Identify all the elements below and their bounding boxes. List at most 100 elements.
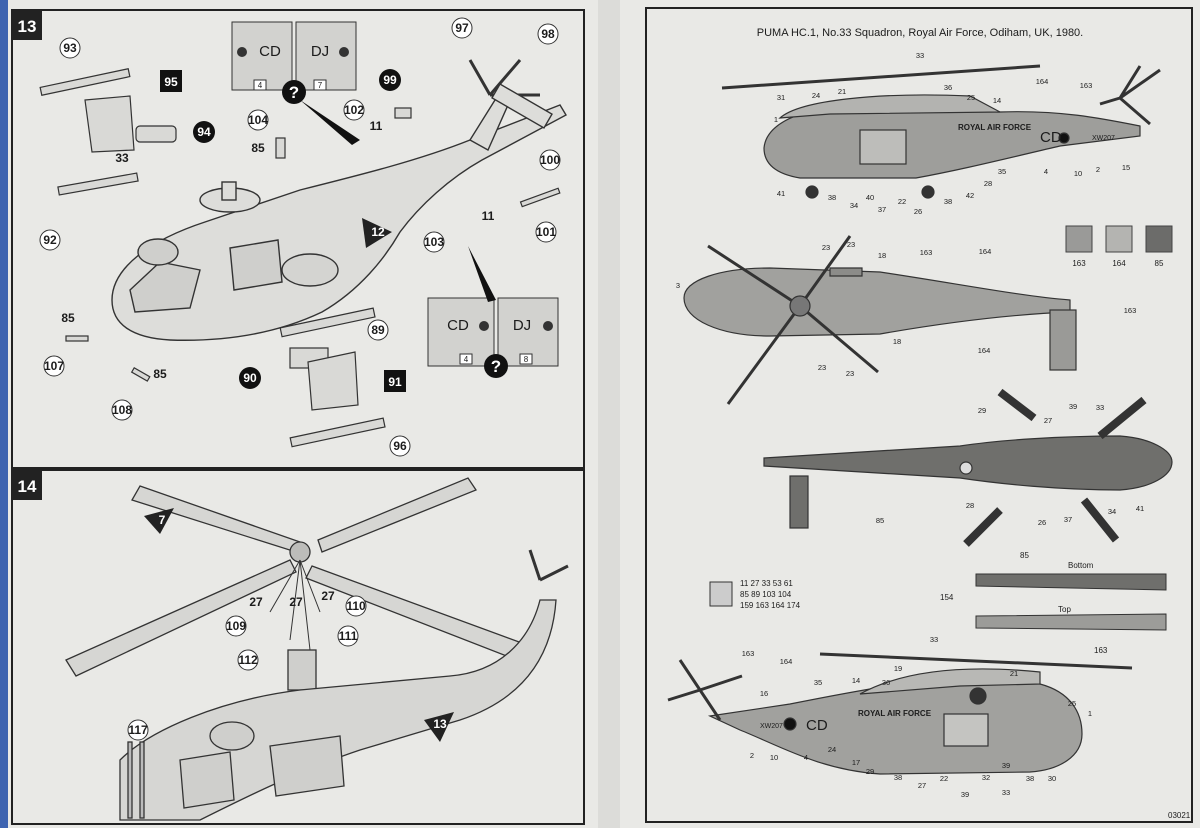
svg-text:85: 85 (876, 516, 884, 525)
svg-text:21: 21 (1010, 669, 1018, 678)
svg-text:15: 15 (1122, 163, 1130, 172)
svg-text:93: 93 (63, 41, 77, 55)
svg-text:27: 27 (918, 781, 926, 790)
svg-text:39: 39 (1069, 402, 1077, 411)
svg-text:7: 7 (159, 513, 166, 527)
svg-text:22: 22 (940, 774, 948, 783)
decal-number-7-top: 7 (318, 81, 323, 90)
svg-text:163: 163 (742, 649, 755, 658)
step-13-number: 13 (18, 17, 37, 36)
svg-text:2: 2 (1096, 165, 1100, 174)
svg-text:35: 35 (998, 167, 1006, 176)
svg-text:21: 21 (838, 87, 846, 96)
svg-text:85: 85 (1020, 551, 1029, 560)
svg-text:100: 100 (540, 153, 560, 167)
svg-text:98: 98 (541, 27, 555, 41)
svg-text:34: 34 (1108, 507, 1116, 516)
svg-text:163: 163 (1094, 646, 1108, 655)
svg-text:37: 37 (1064, 515, 1072, 524)
swatch-85 (1145, 225, 1173, 253)
paint-tin-icon (709, 581, 733, 607)
svg-text:85: 85 (153, 367, 167, 381)
svg-text:94: 94 (197, 125, 211, 139)
svg-text:91: 91 (388, 375, 402, 389)
swatch-163 (1065, 225, 1093, 253)
helicopter-fuselage-step13 (111, 59, 567, 341)
svg-text:108: 108 (112, 403, 132, 417)
svg-text:39: 39 (1002, 761, 1010, 770)
svg-text:19: 19 (894, 664, 902, 673)
svg-text:33: 33 (115, 151, 129, 165)
svg-text:12: 12 (371, 225, 385, 239)
svg-text:30: 30 (1048, 774, 1056, 783)
decal-code-right-top: DJ (311, 43, 329, 60)
side-view-left: ROYAL AIR FORCE CD XW207 (667, 652, 1133, 775)
svg-text:11: 11 (370, 119, 383, 133)
svg-text:1: 1 (774, 115, 778, 124)
decal-number-4-top: 4 (258, 81, 263, 90)
svg-text:2: 2 (750, 751, 754, 760)
rotor-blade-colours: Bottom Top 85 154 163 (940, 551, 1167, 655)
center-fold (598, 0, 620, 828)
svg-text:22: 22 (898, 197, 906, 206)
rr-lettering-left: ROYAL AIR FORCE (858, 709, 932, 718)
svg-text:18: 18 (893, 337, 901, 346)
svg-text:163: 163 (1124, 306, 1137, 315)
sheet-code: 03021 (1168, 811, 1191, 820)
svg-text:90: 90 (243, 371, 257, 385)
svg-text:33: 33 (930, 635, 938, 644)
left-page: 13 14 (11, 9, 585, 825)
svg-text:?: ? (289, 83, 299, 102)
svg-text:17: 17 (852, 758, 860, 767)
svg-text:85: 85 (61, 311, 75, 325)
svg-text:38: 38 (828, 193, 836, 202)
bottom-view-numbers: 29 27 39 33 28 26 37 34 41 85 (876, 402, 1144, 527)
svg-text:33: 33 (1002, 788, 1010, 797)
rotor-assembly-step14 (65, 477, 569, 821)
part-callouts-step13: 93 95 94 92 104 85 102 11 99 97 98 100 1… (39, 17, 561, 457)
svg-text:154: 154 (940, 593, 954, 602)
side-view-right-numbers: 33 164 163 31 24 21 36 25 14 1 28 35 4 1… (774, 51, 1130, 216)
paint-list: 11 27 33 53 61 85 89 103 104 159 163 164… (709, 579, 801, 610)
scheme-title: PUMA HC.1, No.33 Squadron, Royal Air For… (757, 27, 1083, 39)
svg-text:92: 92 (43, 233, 57, 247)
decal-code-left-bottom: CD (447, 317, 469, 334)
step-13-frame (11, 9, 585, 469)
svg-text:23: 23 (822, 243, 830, 252)
svg-text:36: 36 (944, 83, 952, 92)
svg-text:11: 11 (482, 209, 495, 223)
svg-text:41: 41 (777, 189, 785, 198)
top-view-numbers: 23 23 18 163 164 3 163 164 18 23 23 (676, 240, 1136, 378)
svg-text:89: 89 (371, 323, 385, 337)
svg-text:85 89 103 104: 85 89 103 104 (740, 590, 792, 599)
svg-text:96: 96 (393, 439, 407, 453)
svg-text:Top: Top (1058, 605, 1071, 614)
svg-text:26: 26 (914, 207, 922, 216)
svg-text:29: 29 (866, 767, 874, 776)
svg-text:10: 10 (770, 753, 778, 762)
code-letters-left: CD (806, 717, 828, 734)
svg-text:159 163 164 174: 159 163 164 174 (740, 601, 801, 610)
svg-text:102: 102 (344, 103, 364, 117)
decal-panel-top: CD DJ 4 7 ? (231, 21, 360, 145)
svg-text:10: 10 (1074, 169, 1082, 178)
side-view-left-numbers: 163 33 164 19 21 14 36 16 35 25 1 2 10 4… (742, 635, 1092, 799)
svg-text:109: 109 (226, 619, 246, 633)
svg-text:3: 3 (676, 281, 680, 290)
svg-text:164: 164 (978, 346, 991, 355)
svg-text:163: 163 (920, 248, 933, 257)
question-icon (484, 354, 508, 378)
colour-swatches: 163 164 85 (1065, 225, 1173, 268)
svg-text:163: 163 (1072, 259, 1086, 268)
svg-text:27: 27 (289, 595, 303, 609)
svg-text:164: 164 (780, 657, 793, 666)
svg-text:163: 163 (1080, 81, 1093, 90)
svg-text:28: 28 (984, 179, 992, 188)
svg-text:1: 1 (1088, 709, 1092, 718)
svg-text:33: 33 (916, 51, 924, 60)
right-page: PUMA HC.1, No.33 Squadron, Royal Air For… (645, 7, 1193, 823)
svg-text:?: ? (491, 357, 501, 376)
serial-left: XW207 (760, 723, 783, 730)
svg-text:4: 4 (1044, 167, 1048, 176)
